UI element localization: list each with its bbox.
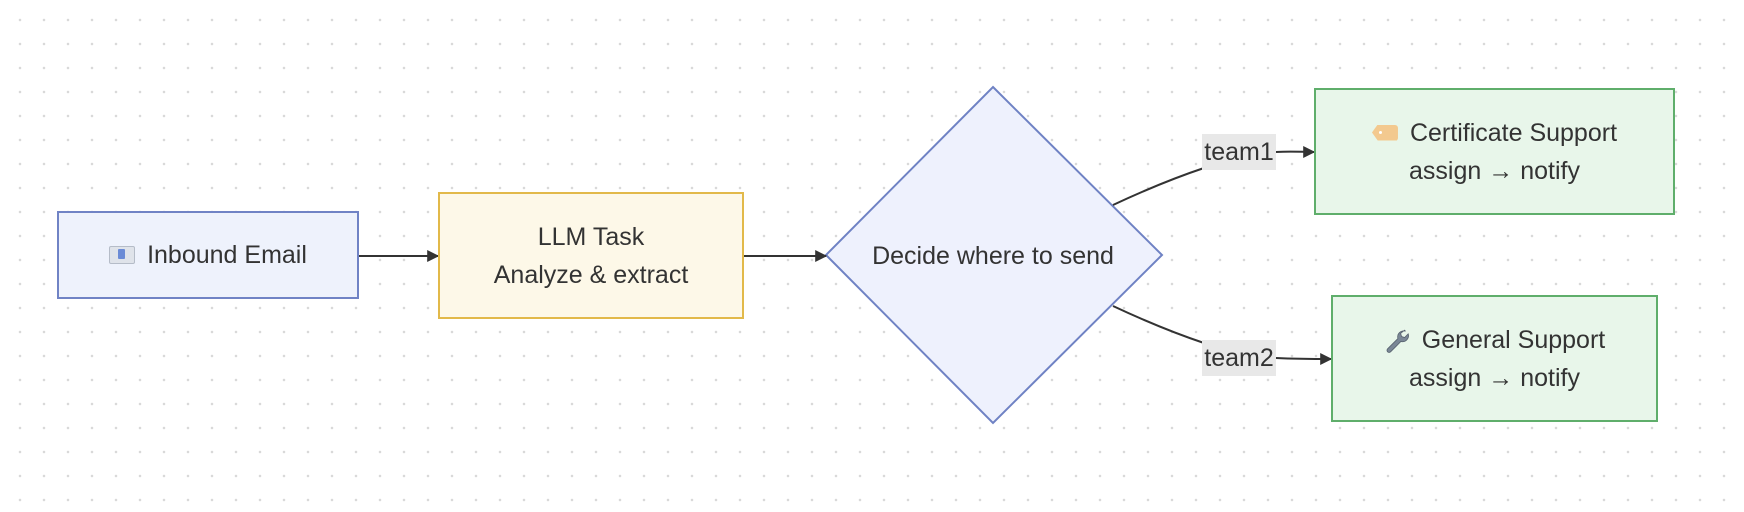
- team2-edge-label: team2: [1202, 340, 1276, 376]
- certificate-support-row: Certificate Support: [1371, 114, 1618, 152]
- envelope-icon: [109, 246, 136, 264]
- edge-team2-to-general: [1275, 352, 1333, 365]
- inbound-email-row: Inbound Email: [109, 236, 307, 274]
- decision-diamond: [824, 85, 1164, 425]
- certificate-support-title: Certificate Support: [1409, 118, 1618, 147]
- wrench-icon: [1384, 327, 1410, 353]
- llm-task-title: LLM Task: [537, 222, 645, 251]
- certificate-support-subtitle: assign → notify: [1409, 156, 1580, 185]
- llm-task-subtitle: Analyze & extract: [493, 260, 689, 289]
- decision-label: Decide where to send: [872, 241, 1114, 270]
- team1-edge-label: team1: [1202, 134, 1276, 170]
- certificate-support-node[interactable]: Certificate Support assign → notify: [1314, 88, 1675, 215]
- general-support-subtitle: assign → notify: [1409, 363, 1580, 392]
- edge-decision-to-general: [1112, 305, 1205, 344]
- tag-icon: [1371, 124, 1398, 141]
- inbound-email-label: Inbound Email: [147, 241, 307, 269]
- general-support-node[interactable]: General Support assign → notify: [1331, 295, 1658, 422]
- general-support-row: General Support: [1384, 321, 1605, 359]
- general-support-title: General Support: [1421, 325, 1606, 354]
- llm-task-node[interactable]: LLM Task Analyze & extract: [438, 192, 744, 319]
- edge-decision-to-certificate: [1112, 167, 1205, 206]
- inbound-email-node[interactable]: Inbound Email: [57, 211, 359, 299]
